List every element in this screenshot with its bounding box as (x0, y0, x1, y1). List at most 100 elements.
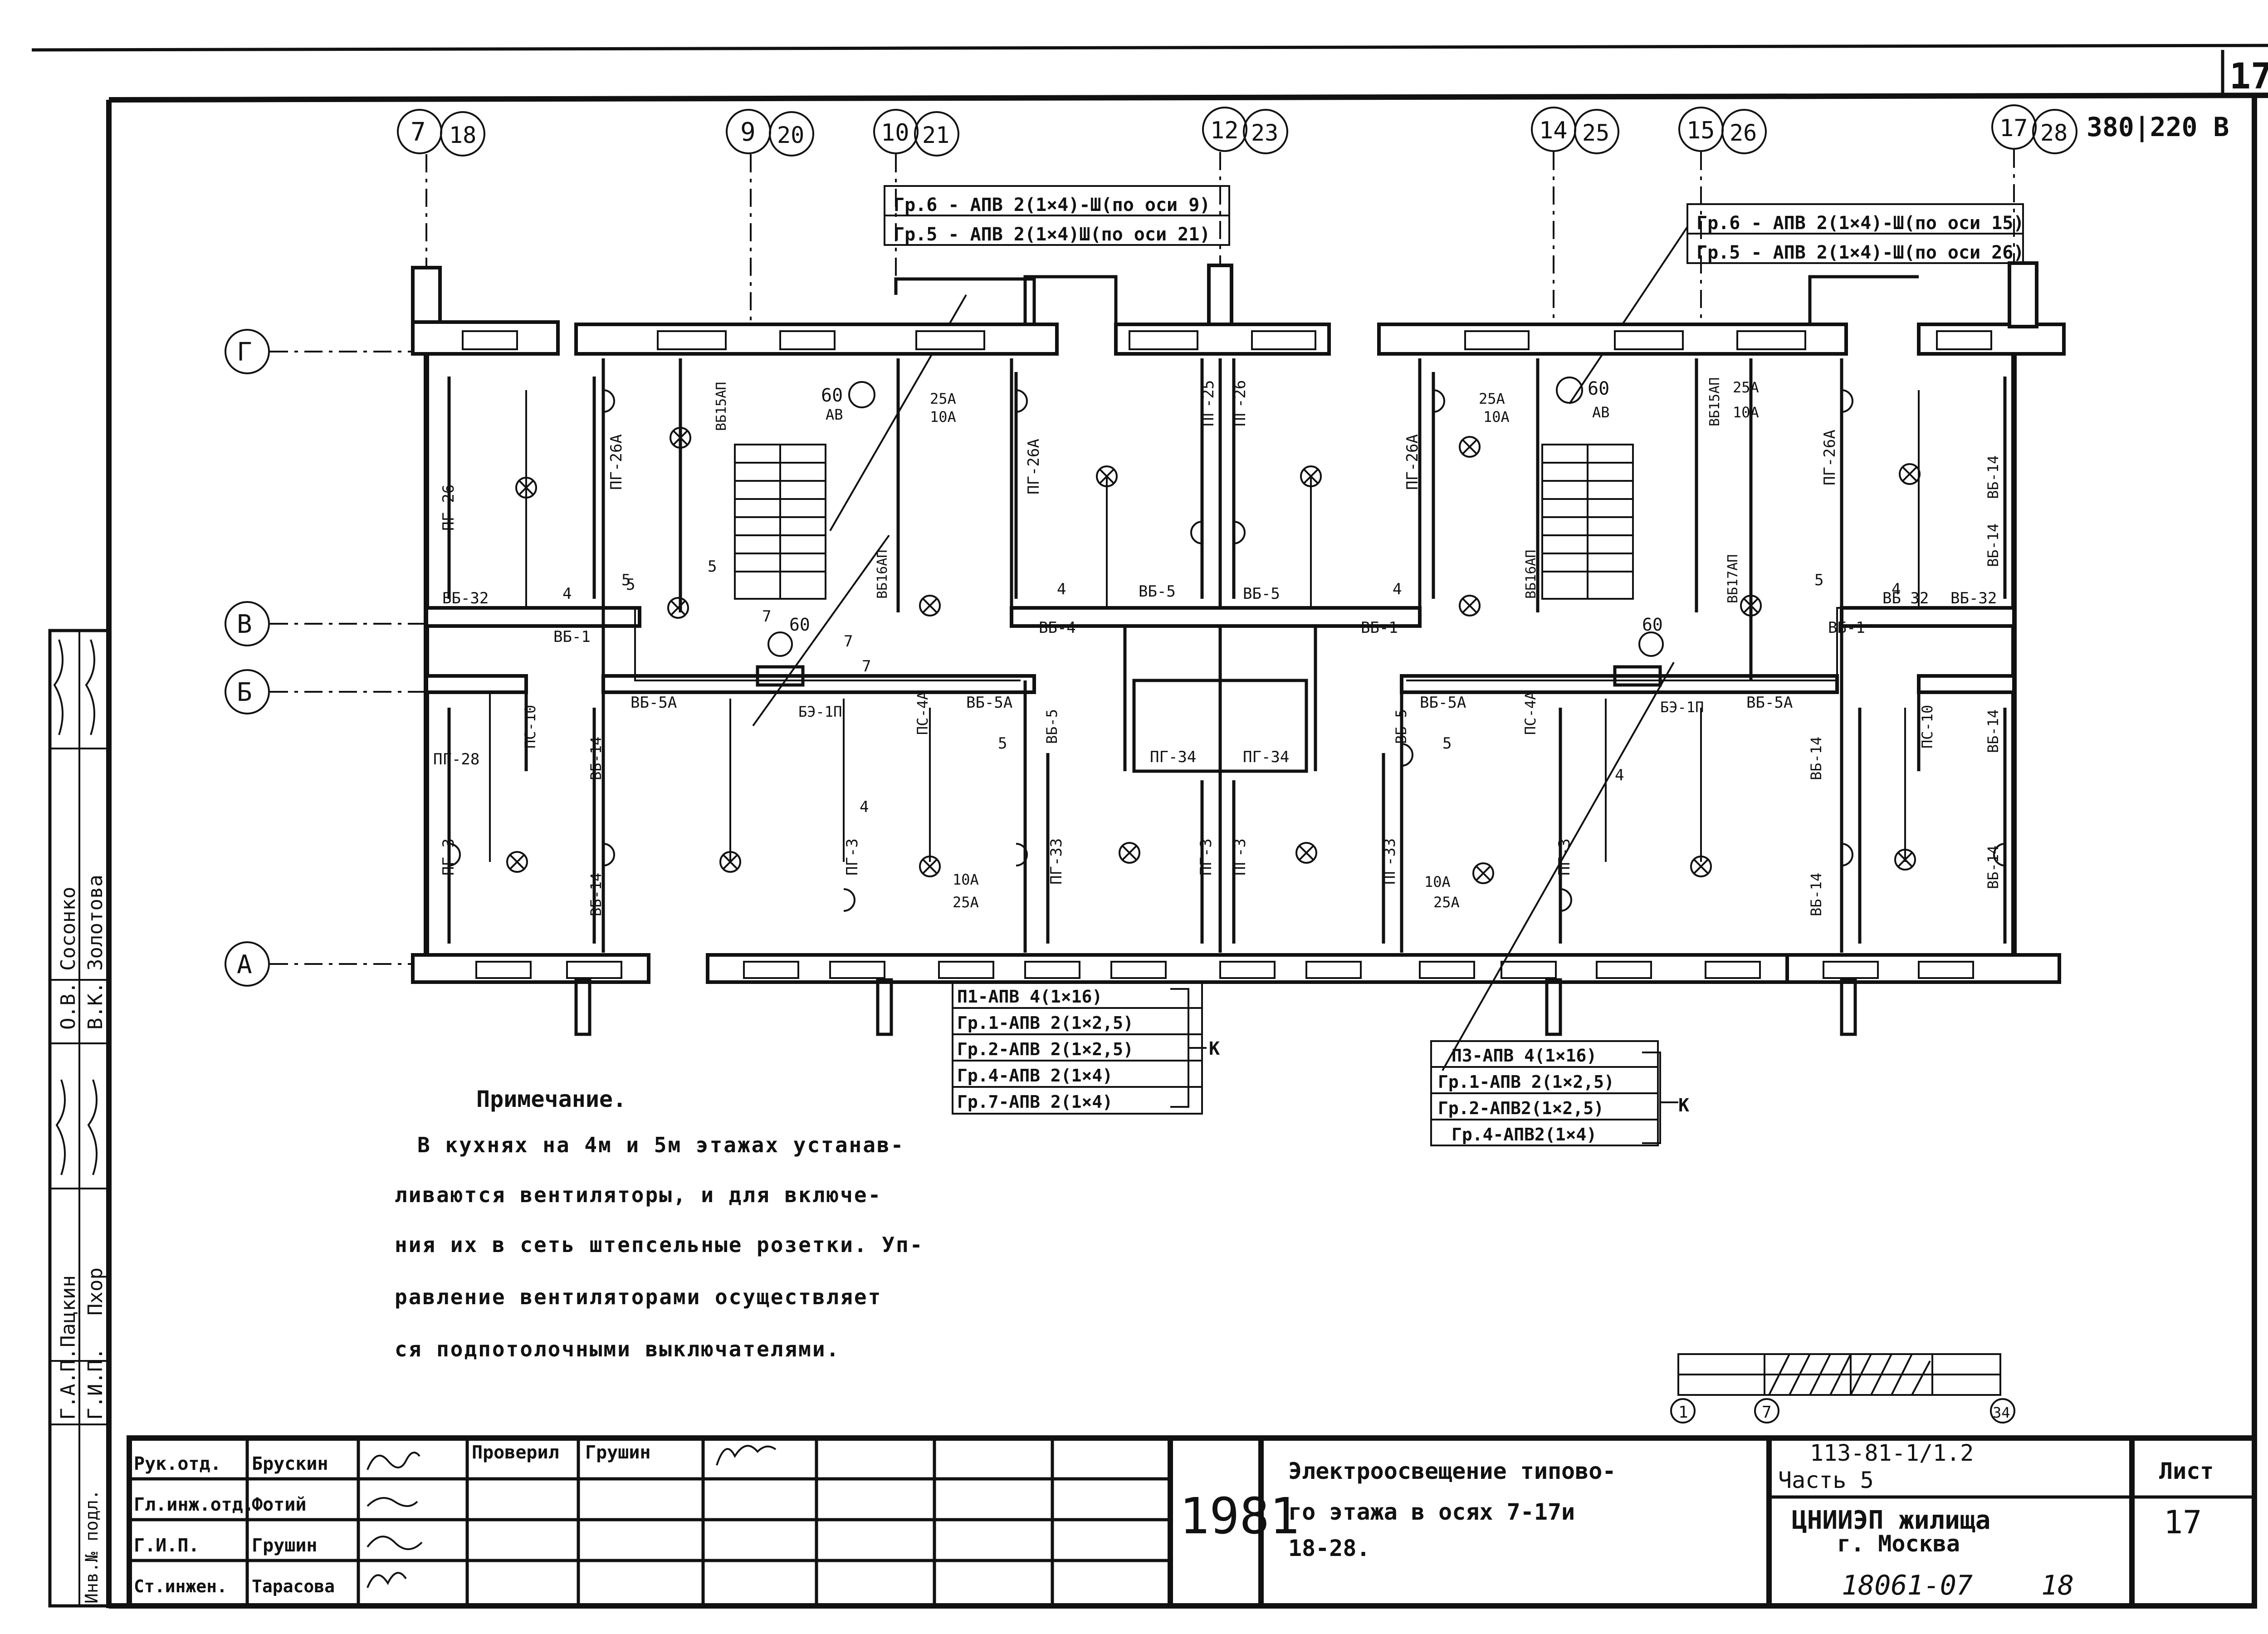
svg-text:ПС-4А: ПС-4А (914, 691, 931, 735)
svg-text:12: 12 (1210, 117, 1239, 144)
checked-label: Проверил (472, 1442, 559, 1463)
svg-text:23: 23 (1251, 120, 1278, 146)
svg-text:ПГ-28: ПГ-28 (433, 750, 479, 768)
svg-text:ВБ-5: ВБ-5 (1139, 582, 1176, 601)
svg-text:25А: 25А (1479, 390, 1505, 407)
svg-text:10А: 10А (1483, 408, 1510, 426)
svg-text:ПГ-26А: ПГ-26А (1403, 434, 1422, 490)
svg-text:5: 5 (708, 558, 717, 576)
svg-text:ВБ-5А: ВБ-5А (631, 694, 677, 712)
stair-left (734, 444, 826, 600)
note-line-2: ливаются вентиляторы, и для включе- (395, 1183, 882, 1207)
svg-text:Пацкин: Пацкин (57, 1275, 80, 1347)
note-line-5: ся подпотолочными выключателями. (395, 1337, 840, 1361)
svg-text:25А: 25А (930, 390, 956, 407)
svg-text:Гр.6 - АПВ 2(1×4)-Ш(по оси 9): Гр.6 - АПВ 2(1×4)-Ш(по оси 9) (894, 195, 1210, 215)
svg-text:ПГ-3: ПГ-3 (843, 838, 861, 876)
svg-text:5: 5 (1442, 734, 1452, 753)
panel-schedule-left: П1-АПВ 4(1×16) Гр.1-АПВ 2(1×2,5) Гр.2-АП… (952, 981, 1220, 1115)
sig-role-2: Гл.инж.отд. (134, 1494, 254, 1515)
svg-text:ПГ-3: ПГ-3 (1555, 838, 1574, 876)
org-line-1: ЦНИИЭП жилища (1792, 1506, 1990, 1535)
svg-text:ВБ-14: ВБ-14 (587, 873, 605, 916)
svg-text:25: 25 (1582, 120, 1609, 146)
svg-text:ПГ-26А: ПГ-26А (1025, 439, 1043, 494)
wiring (447, 358, 2007, 1071)
svg-text:5: 5 (1814, 571, 1823, 589)
svg-text:ПГ-3: ПГ-3 (1197, 838, 1215, 876)
voltage-label: 380|220 В (2087, 112, 2229, 142)
svg-text:34: 34 (1993, 1404, 2010, 1421)
svg-text:ВБ-4: ВБ-4 (1039, 619, 1076, 637)
org-line-2: г. Москва (1837, 1531, 1960, 1557)
title-block: Рук.отд. Брускин Гл.инж.отд. Фотий Г.И.П… (127, 1435, 2257, 1609)
svg-text:ВБ-5А: ВБ-5А (966, 694, 1012, 712)
svg-text:ВБ-5А: ВБ-5А (1746, 694, 1793, 712)
svg-text:4: 4 (860, 798, 869, 816)
svg-text:Пхор: Пхор (84, 1267, 107, 1316)
svg-text:10А: 10А (953, 871, 979, 888)
svg-text:Гр.7-АПВ 2(1×4): Гр.7-АПВ 2(1×4) (957, 1092, 1113, 1112)
svg-text:5: 5 (626, 576, 635, 594)
axis-B: Б (237, 678, 252, 707)
svg-text:ВБ-32: ВБ-32 (442, 589, 489, 607)
svg-text:Золотова: Золотова (84, 875, 107, 971)
checked-name: Грушин (585, 1442, 651, 1463)
svg-text:ПГ-33: ПГ-33 (1047, 838, 1066, 885)
svg-text:10А: 10А (1733, 404, 1759, 421)
title-line-1: Электроосвещение типово- (1288, 1458, 1616, 1484)
scale-bar: 1 7 34 (1670, 1353, 2015, 1424)
panel-boards (756, 377, 1664, 687)
svg-text:ВБ-5: ВБ-5 (1393, 709, 1410, 744)
lamps (506, 427, 1921, 884)
svg-text:4: 4 (1393, 580, 1402, 598)
svg-text:Г.А.П.: Г.А.П. (57, 1348, 80, 1420)
sig-name-1: Брускин (252, 1453, 328, 1474)
svg-text:ВБ-14: ВБ-14 (1984, 455, 2002, 499)
svg-text:ВБ-1: ВБ-1 (553, 628, 591, 646)
archive-number: 18061-07 (1842, 1570, 1973, 1601)
svg-text:К: К (1209, 1038, 1220, 1059)
svg-text:ПГ-3: ПГ-3 (440, 838, 458, 876)
svg-text:7: 7 (1762, 1403, 1772, 1422)
svg-text:60: 60 (1588, 378, 1609, 399)
svg-text:26: 26 (1730, 120, 1757, 146)
svg-text:БЭ-1П: БЭ-1П (1660, 699, 1704, 716)
svg-text:10А: 10А (1424, 873, 1451, 890)
svg-text:5: 5 (998, 734, 1007, 753)
riser-callout-left: Гр.6 - АПВ 2(1×4)-Ш(по оси 9) Гр.5 - АПВ… (829, 185, 1230, 531)
signature-marks (367, 1445, 777, 1588)
svg-text:ВБ15АП: ВБ15АП (714, 382, 729, 431)
svg-text:АВ: АВ (1592, 404, 1610, 421)
axis-A: А (237, 950, 252, 979)
svg-text:ПГ-34: ПГ-34 (1150, 748, 1196, 766)
panel-schedule-right: П3-АПВ 4(1×16) Гр.1-АПВ 2(1×2,5) Гр.2-АП… (1430, 1040, 1689, 1146)
svg-text:7: 7 (844, 632, 853, 651)
axis-bubbles-left: Г В Б А (225, 329, 426, 987)
svg-text:ВБ-14: ВБ-14 (1808, 737, 1825, 780)
svg-text:ПС-10: ПС-10 (1919, 705, 1936, 749)
svg-text:14: 14 (1539, 117, 1568, 144)
svg-text:Инв.№ подл.: Инв.№ подл. (82, 1489, 102, 1604)
svg-text:Гр.2-АПВ2(1×2,5): Гр.2-АПВ2(1×2,5) (1438, 1098, 1604, 1118)
sig-role-4: Ст.инжен. (134, 1576, 227, 1596)
svg-text:ПГ-26: ПГ-26 (1231, 380, 1249, 426)
sig-name-3: Грушин (252, 1535, 318, 1556)
doc-code: 113-81-1/1.2 (1810, 1440, 1974, 1466)
svg-text:5: 5 (621, 571, 631, 589)
sheet-number: 17 (2164, 1504, 2202, 1541)
axis-G: Г (237, 338, 252, 367)
riser-callout-right: Гр.6 - АПВ 2(1×4)-Ш(по оси 15) Гр.5 - АП… (1569, 203, 2024, 405)
svg-text:60: 60 (1642, 615, 1663, 635)
svg-text:К: К (1678, 1095, 1689, 1116)
sig-name-2: Фотий (252, 1494, 306, 1515)
sig-name-4: Тарасова (252, 1576, 335, 1596)
archive-sheet: 18 (2041, 1570, 2074, 1601)
svg-text:Гр.5 - АПВ 2(1×4)Ш(по оси 21): Гр.5 - АПВ 2(1×4)Ш(по оси 21) (894, 224, 1210, 245)
svg-text:ВБ17АП: ВБ17АП (1725, 554, 1741, 603)
axis-14-25: 14 25 (1531, 107, 1619, 327)
svg-text:ПГ-26: ПГ-26 (440, 484, 458, 531)
svg-text:ВБ-1: ВБ-1 (1361, 619, 1398, 637)
